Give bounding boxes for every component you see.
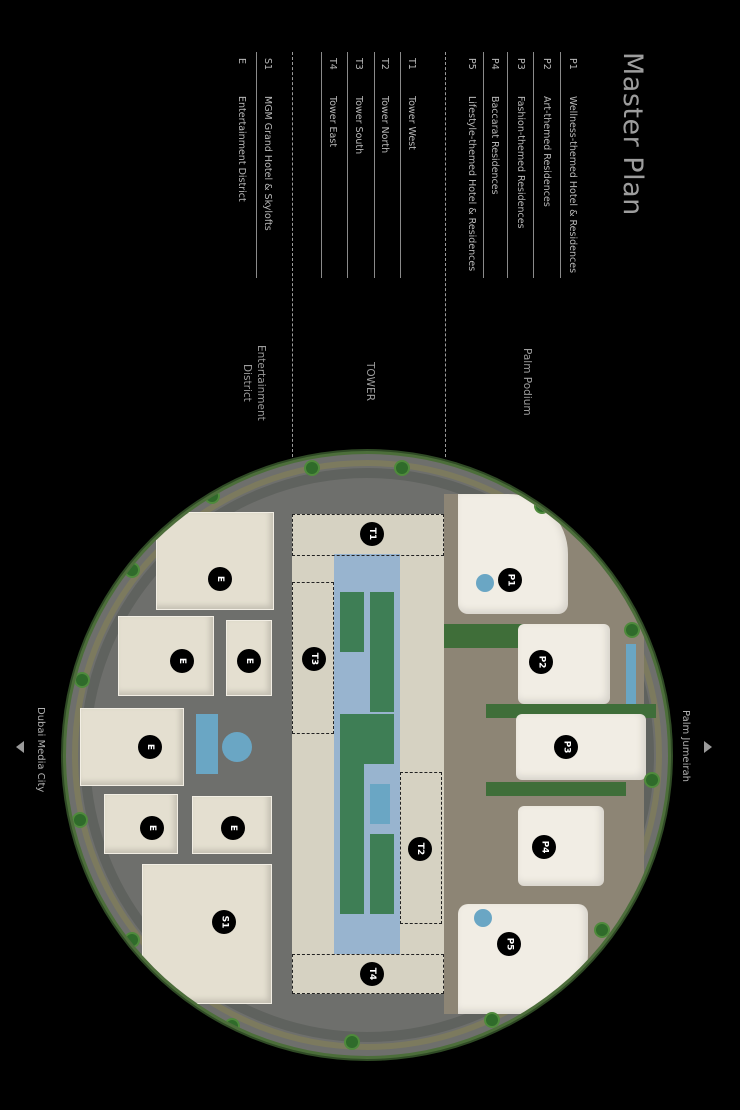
palm-tree	[536, 500, 548, 512]
courtyard-garden	[340, 592, 364, 652]
section-divider	[445, 52, 446, 457]
tower-t4-outline	[292, 954, 444, 994]
marker-e[interactable]: E	[140, 816, 164, 840]
marker-t4[interactable]: T4	[360, 962, 384, 986]
building-s1	[142, 864, 272, 1004]
palm-tree	[486, 1014, 498, 1026]
marker-t2[interactable]: T2	[408, 837, 432, 861]
legend-divider	[400, 52, 401, 278]
palm-tree	[206, 490, 218, 502]
arrow-right-icon[interactable]	[704, 741, 712, 753]
legend-code: P3	[515, 58, 526, 70]
marker-p1[interactable]: P1	[498, 568, 522, 592]
legend-label: Wellness-themed Hotel & Residences	[567, 96, 578, 274]
building-e	[80, 708, 184, 786]
marker-t3[interactable]: T3	[302, 647, 326, 671]
courtyard-garden	[340, 764, 364, 914]
direction-label: Dubai Media City	[35, 707, 46, 793]
pool	[476, 574, 494, 592]
palm-tree	[306, 462, 318, 474]
legend-code: P2	[541, 58, 552, 70]
building-p4	[518, 806, 604, 886]
marker-p3[interactable]: P3	[554, 735, 578, 759]
palm-tree	[76, 674, 88, 686]
master-plan-map: T1 T3 T2 T4 P1 P2 P3 P4 P5 E E E E E E S…	[66, 454, 668, 1056]
legend-label: Tower North	[379, 96, 390, 154]
legend-code: P1	[567, 58, 578, 70]
palm-tree	[646, 774, 658, 786]
legend-divider	[374, 52, 375, 278]
courtyard-garden	[370, 592, 394, 712]
section-divider	[292, 52, 293, 462]
palm-tree	[596, 924, 608, 936]
water-feature	[626, 644, 636, 704]
pool	[222, 732, 252, 762]
arrow-left-icon[interactable]	[16, 741, 24, 753]
legend-code: S1	[262, 58, 273, 71]
building-p1	[458, 494, 568, 614]
legend-code: T1	[406, 58, 417, 70]
marker-e[interactable]: E	[221, 816, 245, 840]
section-label-entertainment: Entertainment District	[240, 345, 268, 421]
palm-tree	[226, 1020, 238, 1032]
legend-divider	[533, 52, 534, 278]
legend-label: Lifestyle-themed Hotel & Residences	[466, 96, 477, 272]
marker-e[interactable]: E	[138, 735, 162, 759]
marker-e[interactable]: E	[170, 649, 194, 673]
legend-divider	[321, 52, 322, 278]
legend-label: Entertainment District	[236, 96, 247, 202]
palm-tree	[346, 1036, 358, 1048]
courtyard-garden	[370, 834, 394, 914]
palm-tree	[126, 934, 138, 946]
legend-divider	[560, 52, 561, 278]
legend-code: P5	[466, 58, 477, 70]
page-title: Master Plan	[617, 52, 648, 216]
tower-t3-outline	[292, 582, 334, 734]
tower-t1-outline	[292, 514, 444, 556]
building-e	[118, 616, 214, 696]
marker-t1[interactable]: T1	[360, 522, 384, 546]
section-label-line: Entertainment	[255, 345, 267, 421]
legend-code: E	[236, 58, 247, 65]
legend-code: T3	[353, 58, 364, 70]
legend-code: T2	[379, 58, 390, 70]
map-perimeter-path	[72, 460, 662, 1050]
building-p3	[516, 714, 646, 780]
legend-label: MGM Grand Hotel & Skylofts	[262, 96, 273, 231]
pool	[196, 714, 218, 774]
marker-e[interactable]: E	[237, 649, 261, 673]
palm-tree	[396, 462, 408, 474]
palm-tree	[74, 814, 86, 826]
building-e	[156, 512, 274, 610]
marker-p4[interactable]: P4	[532, 835, 556, 859]
marker-p5[interactable]: P5	[497, 932, 521, 956]
legend-label: Art-themed Residences	[541, 96, 552, 207]
legend-label: Baccarat Residences	[489, 96, 500, 195]
legend-label: Fashion-themed Residences	[515, 96, 526, 229]
marker-s1[interactable]: S1	[212, 910, 236, 934]
tower-t2-outline	[400, 772, 442, 924]
section-label-tower: TOWER	[364, 362, 376, 401]
pool	[474, 909, 492, 927]
legend-code: P4	[489, 58, 500, 70]
legend-divider	[483, 52, 484, 278]
palm-tree	[626, 624, 638, 636]
lawn	[486, 782, 626, 796]
marker-p2[interactable]: P2	[529, 650, 553, 674]
courtyard-garden	[340, 714, 394, 764]
legend-divider	[256, 52, 257, 278]
section-label-palm-podium: Palm Podium	[521, 348, 533, 416]
legend-label: Tower East	[327, 96, 338, 148]
marker-e[interactable]: E	[208, 567, 232, 591]
legend-divider	[347, 52, 348, 278]
legend-divider	[507, 52, 508, 278]
palm-tree	[126, 564, 138, 576]
legend-label: Tower South	[353, 96, 364, 155]
direction-label: Palm Jumeirah	[680, 710, 691, 782]
legend-label: Tower West	[406, 96, 417, 150]
section-label-line: District	[241, 364, 253, 402]
courtyard-pool	[370, 784, 390, 824]
legend-code: T4	[327, 58, 338, 70]
